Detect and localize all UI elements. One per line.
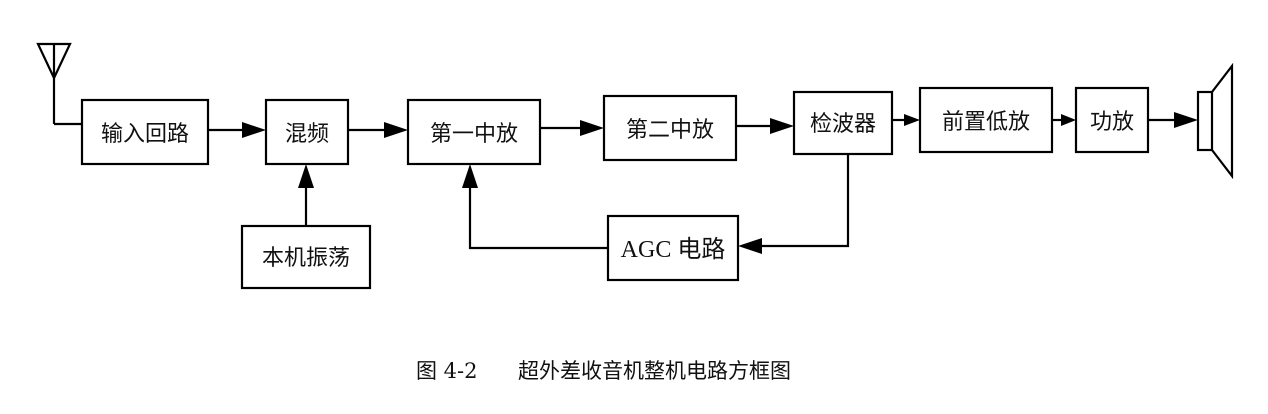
wire-mixer-to-first-if: [348, 122, 408, 138]
wire-oscillator-to-mixer: [298, 164, 314, 226]
figure-title: 超外差收音机整机电路方框图: [518, 359, 791, 383]
antenna-icon: [36, 42, 82, 126]
wire-detector-to-agc: [738, 154, 850, 254]
wire-first-if-to-second-if: [540, 120, 604, 136]
block-first-if-amp-label: 第一中放: [430, 122, 518, 147]
block-local-oscillator: 本机振荡: [240, 224, 372, 290]
block-preamp: 前置低放: [918, 86, 1054, 154]
block-input-circuit-label: 输入回路: [101, 122, 189, 147]
block-second-if-amp-label: 第二中放: [626, 118, 714, 143]
wire-power-amp-to-speaker: [1148, 112, 1198, 128]
wire-input-to-mixer: [208, 122, 266, 138]
wire-preamp-to-power-amp: [1052, 114, 1076, 126]
block-mixer-label: 混频: [285, 122, 329, 147]
wire-agc-to-first-if: [462, 164, 608, 250]
wire-second-if-to-detector: [736, 118, 794, 134]
block-first-if-amp: 第一中放: [406, 98, 542, 166]
block-mixer: 混频: [264, 98, 350, 166]
block-input-circuit: 输入回路: [80, 98, 210, 166]
figure-number: 图 4-2: [416, 359, 478, 383]
block-power-amp: 功放: [1074, 86, 1150, 154]
block-preamp-label: 前置低放: [942, 110, 1030, 135]
block-agc: AGC 电路: [606, 214, 740, 282]
block-second-if-amp: 第二中放: [602, 94, 738, 162]
wire-detector-to-preamp: [892, 114, 920, 126]
block-detector: 检波器: [792, 90, 894, 156]
block-agc-label: AGC 电路: [621, 236, 726, 263]
block-detector-label: 检波器: [810, 112, 876, 137]
speaker-icon: [1196, 62, 1234, 180]
block-power-amp-label: 功放: [1090, 110, 1134, 135]
block-local-oscillator-label: 本机振荡: [262, 246, 350, 271]
